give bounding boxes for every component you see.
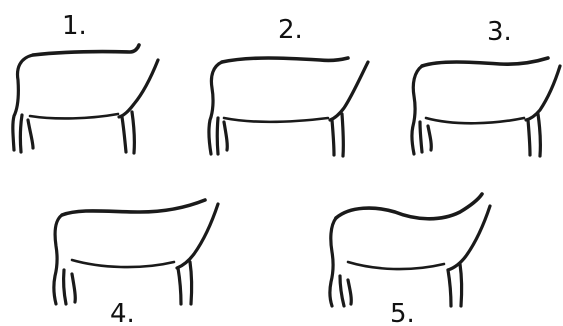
animal-silhouette-3: 3. [412, 17, 560, 156]
back-line-3 [422, 58, 548, 66]
front-leg-2 [332, 114, 343, 156]
stage-label-3: 3. [487, 17, 512, 47]
front-end-1 [119, 60, 158, 117]
hind-leg-2 [217, 118, 227, 154]
belly-line-4 [72, 260, 174, 267]
belly-line-2 [224, 118, 328, 122]
stage-label-5: 5. [390, 299, 415, 326]
hind-leg-3 [420, 122, 431, 152]
hind-leg-4 [64, 270, 76, 304]
animal-silhouette-5: 5. [330, 194, 490, 326]
stage-label-1: 1. [62, 11, 87, 41]
stage-label-2: 2. [278, 15, 303, 45]
front-end-4 [177, 204, 218, 268]
belly-line-1 [30, 114, 118, 118]
back-line-1 [33, 45, 139, 55]
hind-leg-5 [340, 276, 351, 306]
belly-line-3 [426, 118, 524, 123]
front-end-2 [330, 62, 368, 120]
back-line-4 [62, 200, 205, 215]
belly-line-5 [348, 262, 444, 269]
animal-silhouette-4: 4. [54, 200, 218, 326]
hind-end-2 [209, 62, 222, 154]
hind-end-4 [54, 215, 62, 304]
animal-silhouette-1: 1. [13, 11, 158, 153]
stage-label-4: 4. [110, 299, 135, 326]
back-line-2 [222, 58, 348, 62]
hind-leg-1 [20, 115, 33, 152]
hind-end-5 [330, 218, 336, 306]
front-end-3 [526, 66, 560, 120]
front-leg-1 [122, 112, 134, 153]
back-line-5 [336, 194, 482, 219]
animal-silhouette-2: 2. [209, 15, 368, 156]
